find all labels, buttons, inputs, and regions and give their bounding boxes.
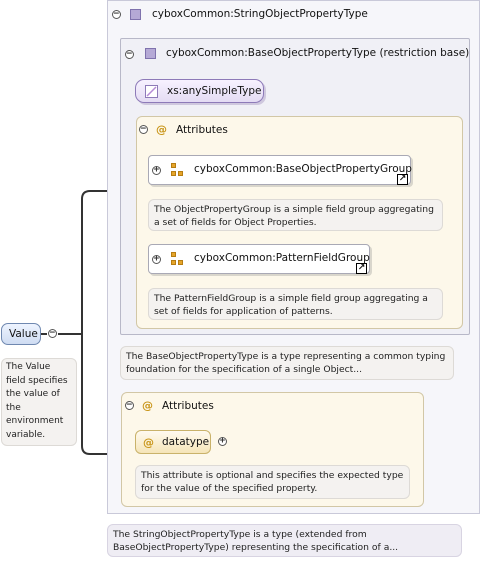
root-element-note: The Value field specifies the value of t…: [1, 358, 77, 446]
base-type-note: The BaseObjectPropertyType is a type rep…: [120, 346, 454, 380]
simple-type-pill[interactable]: xs:anySimpleType: [135, 79, 264, 103]
simple-type-icon: [145, 85, 158, 98]
pattern-field-group-box[interactable]: [148, 244, 370, 274]
datatype-note-text: This attribute is optional and specifies…: [141, 470, 404, 494]
datatype-attribute-box[interactable]: @ datatype: [135, 430, 211, 454]
base-complex-type-icon: [145, 48, 156, 59]
root-collapse-icon[interactable]: −: [48, 328, 57, 338]
attributes-1-icon: @: [156, 123, 167, 136]
type-box-note: The StringObjectPropertyType is a type (…: [107, 524, 462, 557]
attribute-group-2-icon: [171, 252, 183, 266]
root-element-note-text: The Value field specifies the value of t…: [6, 362, 68, 440]
attribute-group-icon: [171, 163, 183, 177]
group-2-link-icon[interactable]: ↗: [356, 263, 367, 274]
type-box-note-text: The StringObjectPropertyType is a type (…: [113, 529, 399, 553]
complex-type-icon: [130, 9, 141, 20]
root-element-value[interactable]: Value: [1, 323, 41, 345]
group-1-expand-icon[interactable]: +: [152, 165, 161, 175]
base-type-note-text: The BaseObjectPropertyType is a type rep…: [126, 351, 446, 375]
type-box-title: cyboxCommon:StringObjectPropertyType: [152, 8, 368, 20]
group-1-link-icon[interactable]: ↗: [397, 174, 408, 185]
attributes-2-icon: @: [142, 399, 153, 412]
group-2-note: The PatternFieldGroup is a simple field …: [148, 288, 443, 320]
group-1-note-text: The ObjectPropertyGroup is a simple fiel…: [154, 204, 434, 228]
type-collapse-icon[interactable]: −: [112, 9, 121, 19]
datatype-expand-icon[interactable]: +: [218, 436, 227, 446]
root-element-label: Value: [9, 328, 38, 340]
base-collapse-icon[interactable]: −: [125, 49, 134, 59]
group-2-expand-icon[interactable]: +: [152, 254, 161, 264]
attributes-2-collapse-icon[interactable]: −: [125, 400, 134, 410]
attributes-1-collapse-icon[interactable]: −: [139, 124, 148, 134]
datatype-attribute-label: datatype: [162, 436, 210, 448]
datatype-attribute-icon: @: [143, 436, 154, 449]
attributes-1-title: Attributes: [176, 124, 228, 136]
base-object-property-group-box[interactable]: [148, 155, 411, 185]
attributes-2-title: Attributes: [162, 400, 214, 412]
base-box-title: cyboxCommon:BaseObjectPropertyType (rest…: [166, 47, 470, 59]
group-2-label: cyboxCommon:PatternFieldGroup: [194, 252, 370, 264]
datatype-note: This attribute is optional and specifies…: [135, 465, 410, 499]
group-1-label: cyboxCommon:BaseObjectPropertyGroup: [194, 163, 412, 175]
group-2-note-text: The PatternFieldGroup is a simple field …: [154, 293, 428, 317]
simple-type-label: xs:anySimpleType: [167, 85, 262, 97]
group-1-note: The ObjectPropertyGroup is a simple fiel…: [148, 199, 443, 231]
